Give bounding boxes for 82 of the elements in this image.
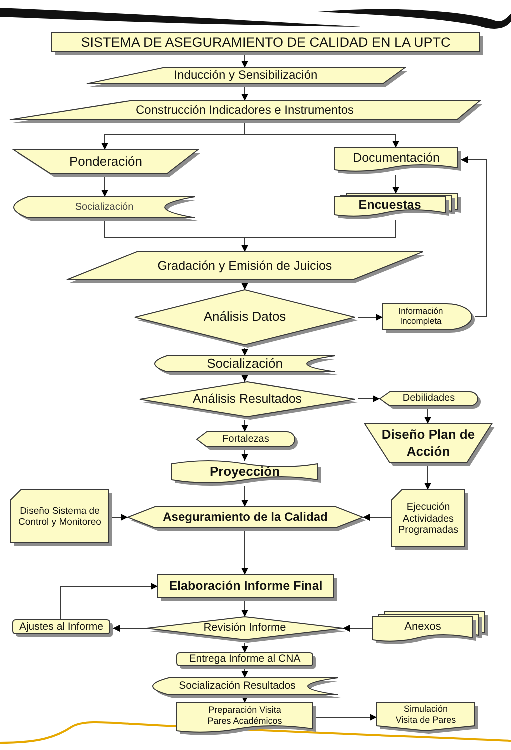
flow-arrow [242,642,248,654]
data-parallelogram [67,252,426,283]
step-text: Elaboración Informe Final [169,579,323,594]
step-text: Anexos [404,621,442,634]
step-text: Socialización [75,202,134,214]
decision-diamond [135,290,358,348]
step-text: Inducción y Sensibilización [174,69,318,83]
step-text: Preparación Visita Pares Académicos [206,704,284,728]
multi-document-shape [335,194,461,220]
stored-data-shape [14,197,198,221]
flow-arrow [242,530,248,576]
punched-tape-shape [172,461,321,486]
step-text: Socialización Resultados [179,680,296,693]
flow-arrow [242,54,248,68]
flow-arrow [358,314,384,321]
step-text: Ponderación [70,154,142,170]
step-text: Análisis Resultados [192,392,302,407]
manual-operation-trapezoid [365,424,495,466]
step-text: Información Incompleta [398,307,444,327]
flow-arrow [244,122,400,148]
flow-arrow [342,625,374,632]
delay-shape [383,304,475,333]
card-shape [392,490,468,550]
flow-arrow [242,374,248,382]
flow-arrow [424,466,432,490]
flow-arrow [242,600,248,618]
flow-arrow [242,86,248,102]
flow-arrow [102,176,108,198]
step-text: Diseño Sistema de Control y Monitoreo [18,506,102,528]
off-page-connector [377,703,478,734]
step-text: Entrega Informe al CNA [189,653,301,666]
flow-arrow [242,696,248,704]
flow-arrow [60,583,158,620]
flow-arrow [392,174,400,194]
document-shape [177,703,316,736]
flow-arrow [242,668,248,678]
flow-arrow [460,156,488,318]
step-text: Aseguramiento de la Calidad [163,510,328,524]
stored-data-shape [153,678,341,698]
step-text: Análisis Datos [204,310,286,325]
flow-arrow [112,514,128,521]
title-box [52,33,483,55]
decision-diamond [147,617,346,643]
flow-arrow [358,396,380,402]
step-text: Gradación y Emisión de Juicios [158,258,332,274]
card-shape [11,490,112,546]
preparation-hexagon [128,507,366,531]
flow-arrow [112,625,148,632]
step-text: Simulación Visita de Pares [394,704,458,726]
step-text: Revisión Informe [204,622,286,635]
step-text: Encuestas [358,198,422,213]
flow-arrow [242,348,248,356]
display-shape [197,432,298,450]
manual-operation-trapezoid [14,150,201,177]
data-parallelogram [87,68,408,87]
title-text: SISTEMA DE ASEGURAMIENTO DE CALIDAD EN LA UPTC [81,34,451,50]
flow-arrow [242,420,248,432]
step-text: Socialización [207,356,283,372]
step-text: Fortalezas [222,434,270,446]
step-text: Diseño Plan de Acción [380,426,476,460]
data-parallelogram [10,101,483,123]
flow-arrow [242,450,248,462]
flow-arrow [242,486,248,508]
step-text: Ejecución Actividades Programadas [397,502,460,537]
step-text: Proyección [210,464,280,480]
step-text: Ajustes al Informe [19,620,104,634]
stored-data-shape [155,356,338,375]
flow-arrow [424,408,432,424]
step-text: Construcción Indicadores e Instrumentos [136,104,354,118]
step-text: Debilidades [402,393,456,405]
decision-diamond [140,382,358,420]
flow-arrow [242,220,396,252]
document-shape [335,148,461,175]
flow-arrow [316,714,378,721]
flow-arrow [242,282,248,290]
flow-arrow [362,514,392,521]
process-box [158,575,337,601]
step-text: Documentación [353,150,440,166]
display-shape [380,392,481,409]
multi-document-shape [373,612,488,645]
rounded-process-box [13,620,113,637]
rounded-process-box [177,653,316,669]
